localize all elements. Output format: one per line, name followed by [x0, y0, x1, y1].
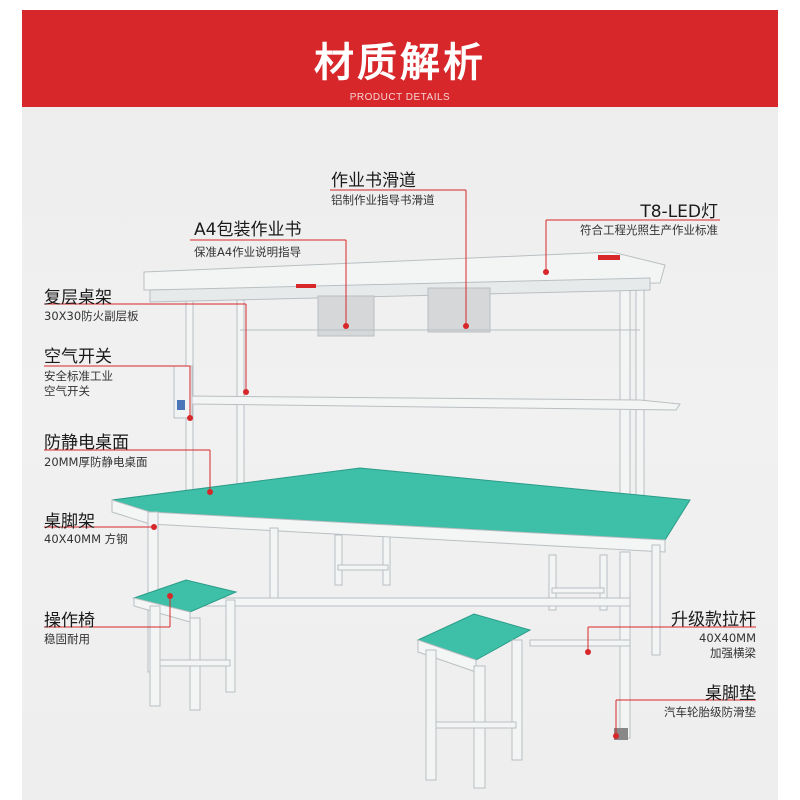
- callout-shelf-title: 复层桌架: [44, 288, 112, 308]
- callout-legs-title: 桌脚架: [44, 512, 95, 532]
- callout-a4-book-desc: 保准A4作业说明指导: [194, 245, 302, 259]
- callout-slide-desc: 铝制作业指导书滑道: [331, 193, 435, 207]
- callout-crossbar-title: 升级款拉杆: [671, 610, 756, 630]
- callout-legs-desc: 40X40MM 方钢: [44, 532, 128, 546]
- callout-switch-title: 空气开关: [44, 347, 112, 367]
- callout-stool-desc: 稳固耐用: [44, 632, 90, 646]
- callout-antistatic-title: 防静电桌面: [44, 433, 129, 453]
- callout-dots: [151, 269, 619, 739]
- page-title: 材质解析: [314, 40, 486, 86]
- callout-foot-pad-desc: 汽车轮胎级防滑垫: [664, 705, 756, 719]
- callout-crossbar-desc-line1: 40X40MM: [699, 631, 756, 645]
- callout-stool-title: 操作椅: [44, 611, 95, 631]
- page-subtitle: PRODUCT DETAILS: [349, 92, 451, 103]
- callout-switch-desc-line2: 空气开关: [44, 384, 90, 398]
- workbench-drawing: [111, 251, 691, 789]
- callout-led-title: T8-LED灯: [640, 202, 718, 222]
- callout-switch-desc-line1: 安全标准工业: [44, 369, 113, 383]
- callout-shelf-desc: 30X30防火副层板: [44, 309, 139, 323]
- callout-slide-title: 作业书滑道: [331, 171, 416, 191]
- callout-antistatic-desc: 20MM厚防静电桌面: [44, 455, 148, 469]
- callout-led-desc: 符合工程光照生产作业标准: [580, 223, 718, 237]
- callout-foot-pad-title: 桌脚垫: [705, 684, 756, 704]
- callout-a4-book-title: A4包装作业书: [194, 220, 302, 240]
- header-banner: 材质解析 PRODUCT DETAILS: [22, 10, 778, 107]
- callout-lines: [44, 189, 756, 736]
- callout-crossbar-desc-line2: 加强横梁: [710, 646, 756, 660]
